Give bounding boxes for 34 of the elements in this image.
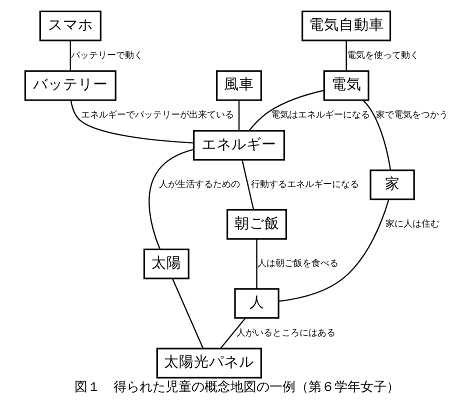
connector [346,40,347,71]
node-box: 電気 [323,70,370,101]
node-box: 太陽 [143,248,190,280]
edge-label: バッテリーで動く [71,51,144,62]
node-box: エネルギー [193,130,285,161]
connector [70,100,194,144]
node-box: 電気自動車 [302,10,392,42]
node-box: 朝ご飯 [226,209,288,240]
edge-label: 人が生活するための [158,180,240,190]
connector [256,239,258,289]
edge-label: 家で電気をつかう [376,110,448,121]
edge-label: 電気はエネルギーになる [271,110,370,121]
caption: 図１ 得られた児童の概念地図の一例（第６学年女子） [74,380,400,396]
connector [148,148,194,250]
edge-label: 人は朝ご飯を食べる [257,259,338,270]
edge-label: 家に人は住む [385,220,440,230]
connector [238,100,240,130]
connector [172,278,204,349]
edge-label: エネルギーでバッテリーが出来ている [81,110,234,121]
connector [362,100,392,170]
edge-label: 電気を使って動く [347,51,420,62]
connector [242,160,254,210]
node-box: 風車 [216,70,262,101]
edge-label: 行動するエネルギーになる [251,180,360,190]
connector [278,199,390,302]
edge-label: 人がいるところにはある [236,328,336,339]
node-box: 人 [234,288,280,319]
connector [248,90,324,132]
connector [220,318,246,349]
node-box: 太陽光パネル [156,348,262,378]
connector [70,40,71,71]
node-box: バッテリー [24,70,116,101]
node-box: スマホ [39,10,102,42]
node-box: 家 [370,170,415,200]
